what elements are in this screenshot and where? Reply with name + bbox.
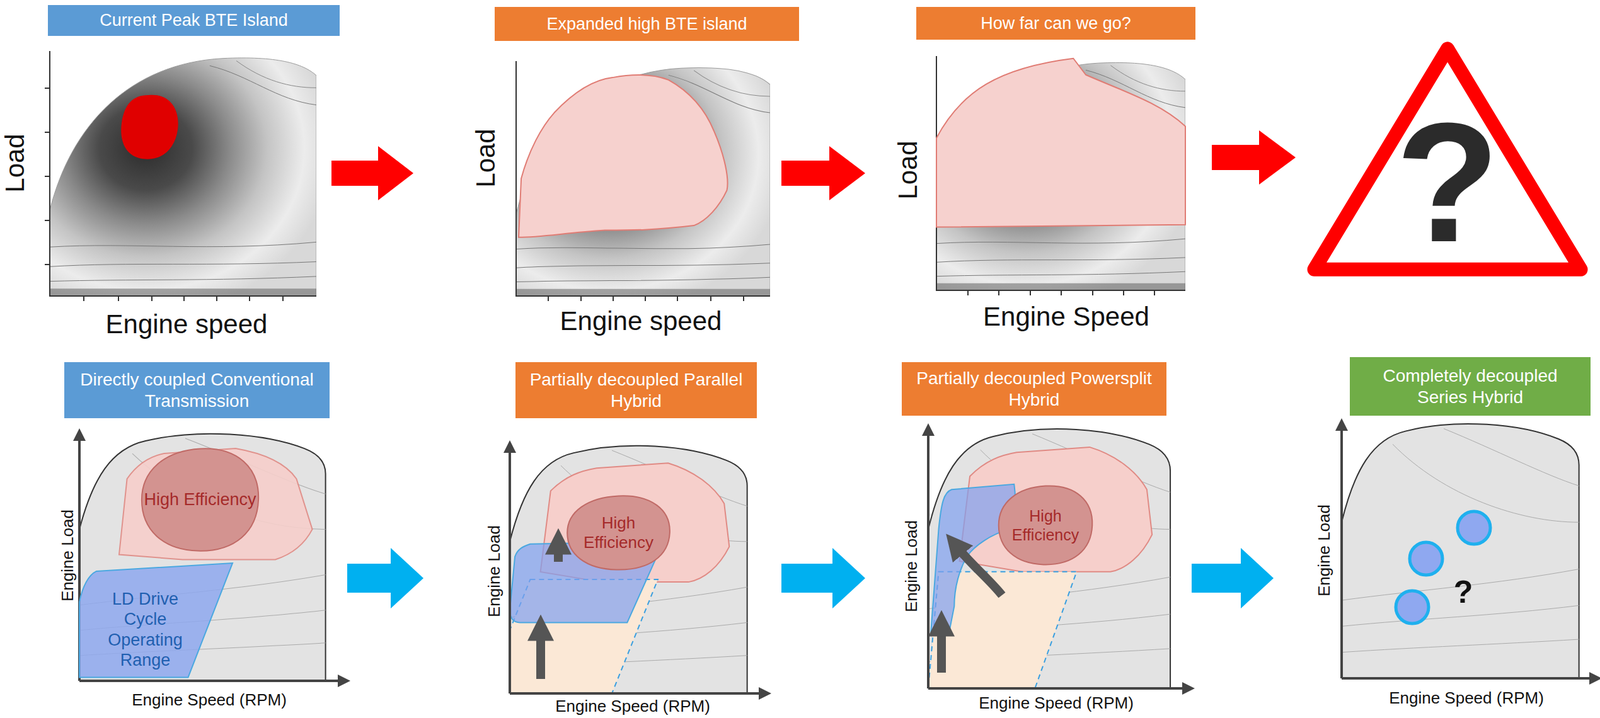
header-box: Current Peak BTE Island: [47, 5, 340, 36]
region-shape: LD Drive Cycle Operating Range: [79, 563, 233, 682]
node-text: How far can we go?: [980, 13, 1132, 34]
header-box: Expanded high BTE island: [494, 6, 800, 41]
header-box: How far can we go?: [916, 6, 1196, 40]
axis-label: Load: [0, 133, 31, 193]
region-shape: High Efficiency: [138, 446, 263, 554]
question-mark: ?: [1453, 574, 1474, 611]
region-shape: High Efficiency: [564, 494, 674, 572]
axis-label: Load: [892, 140, 924, 200]
warning-triangle: ?: [1305, 39, 1590, 282]
axis-label: Engine Speed (RPM): [555, 696, 711, 717]
node-text: High Efficiency: [564, 513, 674, 553]
axis-label: Engine Speed: [983, 301, 1150, 333]
node-text: Partially decoupled Powersplit Hybrid: [910, 368, 1158, 411]
header-box: Partially decoupled Powersplit Hybrid: [901, 362, 1167, 416]
node-text: Completely decoupled Series Hybrid: [1358, 365, 1582, 408]
axis-label: Engine Load: [484, 525, 505, 618]
axis-label: Engine speed: [560, 306, 723, 337]
node-text: ?: [1395, 97, 1500, 268]
header-box: Partially decoupled Parallel Hybrid: [515, 362, 757, 419]
axis-label: Engine Load: [901, 520, 922, 613]
node-text: LD Drive Cycle Operating Range: [95, 589, 195, 672]
axis-label: Engine Load: [1314, 504, 1335, 597]
header-box: Completely decoupled Series Hybrid: [1349, 357, 1591, 416]
axis-label: Engine speed: [105, 309, 268, 340]
node-text: High Efficiency: [139, 489, 260, 510]
node-text: High Efficiency: [995, 506, 1096, 545]
axis-label: Load: [470, 128, 501, 188]
node-shape: [995, 484, 1096, 567]
node-text: Partially decoupled Parallel Hybrid: [524, 369, 749, 412]
node-text: Current Peak BTE Island: [99, 10, 288, 31]
axis-label: Engine Load: [57, 509, 78, 602]
region-shape: High Efficiency: [995, 484, 1096, 567]
axis-label: Engine Speed (RPM): [978, 693, 1134, 714]
node-text: Expanded high BTE island: [546, 13, 747, 35]
header-box: Directly coupled Conventional Transmissi…: [64, 362, 330, 419]
node-text: Directly coupled Conventional Transmissi…: [73, 369, 321, 412]
axis-label: Engine Speed (RPM): [131, 690, 287, 711]
axis-label: Engine Speed (RPM): [1388, 688, 1544, 709]
